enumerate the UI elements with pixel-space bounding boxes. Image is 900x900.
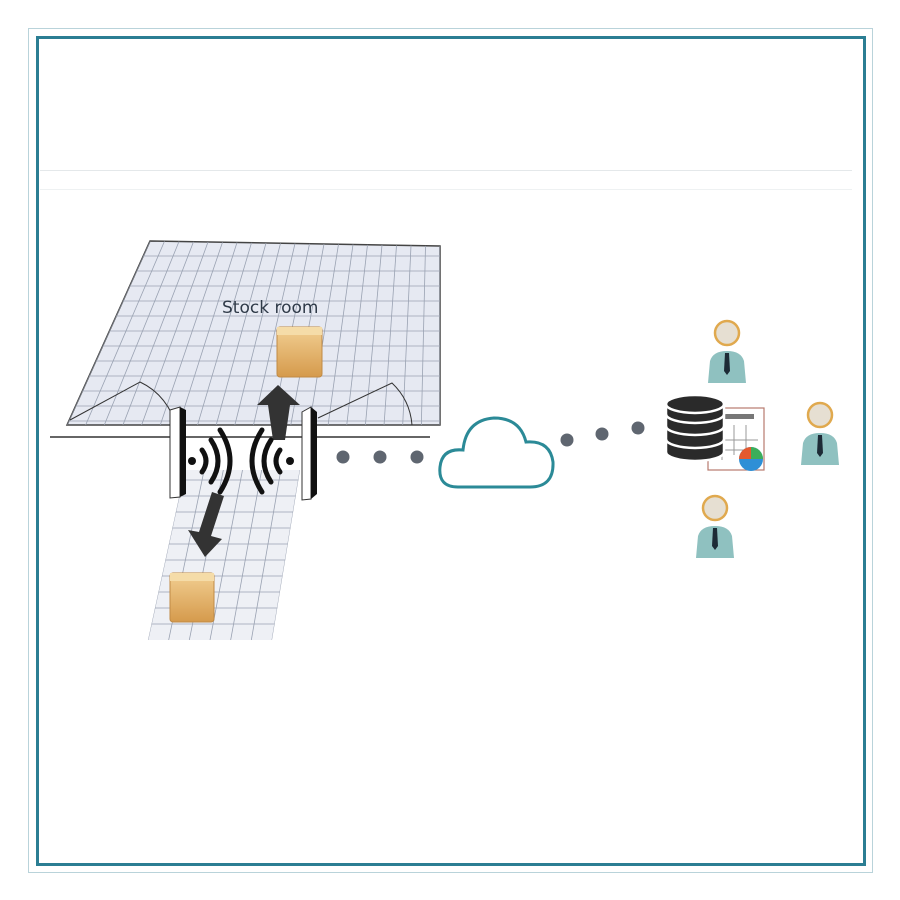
user-icon: [696, 494, 734, 558]
database-icon: [664, 393, 726, 463]
inventory-box-icon: [276, 326, 323, 378]
user-icon: [801, 401, 839, 465]
door-swing-right: [317, 382, 413, 426]
outer-frame: [28, 28, 873, 873]
inventory-box-icon: [169, 572, 215, 623]
corridor-floor: [148, 470, 300, 640]
pie-chart-icon: [739, 447, 763, 471]
arrow-out-icon: [188, 492, 224, 557]
arrow-in-icon: [257, 385, 300, 440]
user-icon: [708, 319, 746, 383]
rfid-signal-right-icon: [249, 427, 294, 495]
rfid-signal-left-icon: [188, 427, 233, 495]
stock-room-floor: [65, 240, 441, 426]
connection-dots: [336, 421, 645, 464]
rfid-gate-left-icon: [169, 406, 186, 499]
rfid-gate-right-icon: [301, 406, 317, 501]
header-band: [40, 170, 852, 190]
cloud-icon: [438, 416, 555, 489]
stock-room-label: Stock room: [222, 298, 318, 318]
inner-frame: [36, 36, 866, 866]
